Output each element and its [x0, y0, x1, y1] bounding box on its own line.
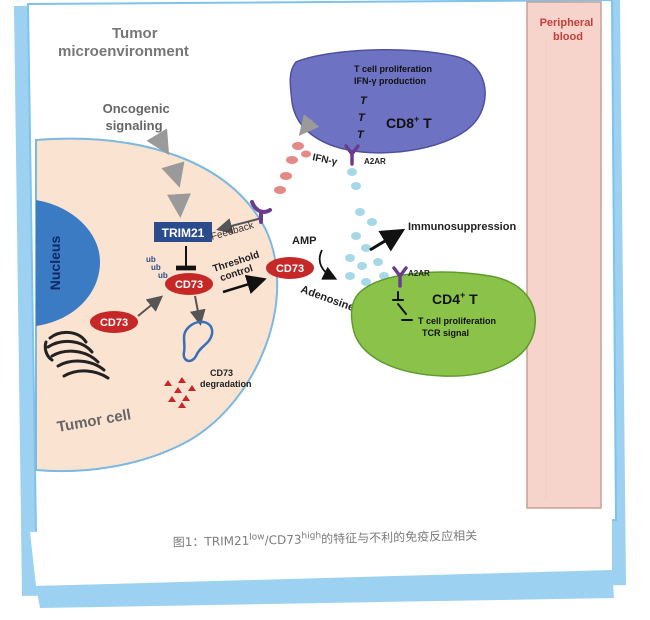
- ifn-gamma-dots: [274, 142, 311, 194]
- peripheral-blood-label: Peripheral blood: [540, 17, 597, 43]
- caption-prefix: 图1：TRIM21: [172, 533, 250, 550]
- nucleus: [36, 200, 100, 326]
- cd73-marker-inner: [165, 273, 213, 295]
- caption-mid: /CD73: [264, 532, 302, 548]
- cd73-to-proteasome-arrow: [189, 295, 206, 326]
- ifn-gamma-label: IFN-γ: [311, 152, 338, 168]
- proteasome-icon: [182, 320, 214, 363]
- cd8-t-cell: [289, 49, 486, 154]
- feedback-receptor-icon: [250, 200, 272, 224]
- degradation-fragments: [164, 377, 196, 408]
- cd8-signal-ts: T T T: [357, 95, 370, 141]
- nucleus-label: Nucleus: [47, 236, 63, 291]
- cd4-t-label: CD4+ T: [432, 290, 478, 307]
- caption-sup-low: low: [249, 532, 265, 543]
- caption-suffix: 的特征与不利的免疫反应相关: [321, 528, 478, 547]
- cd4-a2ar-receptor-icon: [392, 266, 408, 288]
- golgi-to-cd73-arrow: [137, 295, 164, 317]
- cd73-label-membrane: CD73: [276, 263, 304, 275]
- ifn-arrow: [298, 114, 320, 136]
- amp-label: AMP: [292, 235, 316, 247]
- cd4-function-text: T cell proliferation TCR signal: [418, 316, 499, 338]
- immunosuppression-label: Immunosuppression: [408, 221, 516, 233]
- cd8-a2ar-receptor-icon: [344, 144, 360, 166]
- cd4-inhibition-bar: [392, 291, 413, 321]
- trim21-label: TRIM21: [162, 226, 205, 240]
- cd73-degradation-label: CD73 degradation: [200, 368, 252, 389]
- trim21-box: [154, 222, 212, 242]
- cd73-label-inner: CD73: [175, 279, 203, 291]
- golgi-apparatus: [43, 331, 110, 380]
- oncogenic-arrow-3: [166, 193, 191, 218]
- cd73-label-golgi: CD73: [100, 317, 128, 329]
- ubiquitin-labels: ub ub ub: [146, 255, 168, 280]
- bottom-band: [36, 570, 614, 608]
- caption-sup-high: high: [301, 531, 322, 542]
- threshold-arrow: [222, 274, 267, 294]
- cd4-a2ar-label: A2AR: [408, 269, 430, 278]
- cd8-function-text: T cell proliferation IFN-γ production: [354, 64, 435, 86]
- feedback-arrow: [216, 217, 263, 234]
- tumor-microenvironment-label: Tumor microenvironment: [58, 25, 189, 60]
- oncogenic-arrow-2: [161, 161, 185, 188]
- caption-strip: [30, 518, 612, 586]
- amp-to-adenosine-arrow: [318, 249, 338, 280]
- cd8-a2ar-label: A2AR: [364, 157, 386, 166]
- oncogenic-arrow-1: [146, 128, 170, 156]
- immunosuppression-arrow: [369, 228, 406, 252]
- adenosine-dots: [345, 168, 389, 286]
- cd73-marker-membrane: [266, 257, 314, 279]
- cd73-marker-golgi: [90, 311, 138, 333]
- cd8-t-label: CD8+ T: [386, 114, 432, 131]
- peripheral-blood-vessel: [526, 1, 602, 509]
